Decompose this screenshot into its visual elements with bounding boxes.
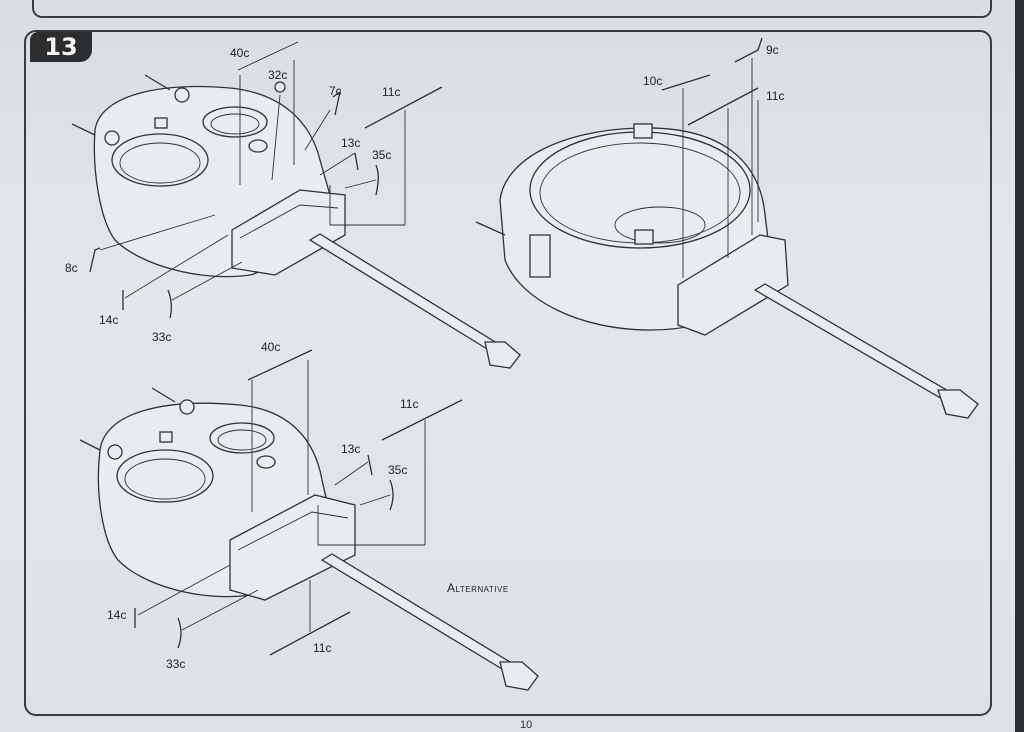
label-40c: 40c [230, 46, 250, 60]
label-8c: 8c [65, 261, 78, 275]
label-11c-alt: 11c [400, 397, 419, 411]
label-35c-alt: 35c [388, 463, 408, 477]
label-9c: 9c [766, 43, 779, 57]
page-number: 10 [520, 719, 533, 731]
label-11c: 11c [382, 85, 401, 99]
label-10c: 10c [643, 74, 663, 88]
turret-drawing-top [71, 74, 521, 369]
label-14c: 14c [99, 313, 119, 327]
previous-step-frame [32, 0, 992, 18]
part-arrows-right [661, 37, 763, 278]
alternative-caption: Alternative [447, 581, 509, 595]
label-11c-right: 11c [766, 89, 785, 103]
label-14c-alt: 14c [107, 608, 127, 622]
part-arrows-top [89, 41, 443, 319]
label-7c: 7c [329, 84, 342, 98]
label-32c: 32c [268, 68, 288, 82]
label-11c-alt-lower: 11c [313, 641, 332, 655]
part-arrows-bottom [134, 349, 463, 656]
label-13c-alt: 13c [341, 442, 361, 456]
turret-drawing-bottom [79, 387, 539, 691]
turret-drawing-right [475, 123, 979, 419]
step-frame [24, 30, 992, 716]
label-33c-alt: 33c [166, 657, 186, 671]
step-number: 13 [30, 32, 92, 62]
label-40c-alt: 40c [261, 340, 281, 354]
label-13c: 13c [341, 136, 361, 150]
label-33c: 33c [152, 330, 172, 344]
label-35c: 35c [372, 148, 392, 162]
